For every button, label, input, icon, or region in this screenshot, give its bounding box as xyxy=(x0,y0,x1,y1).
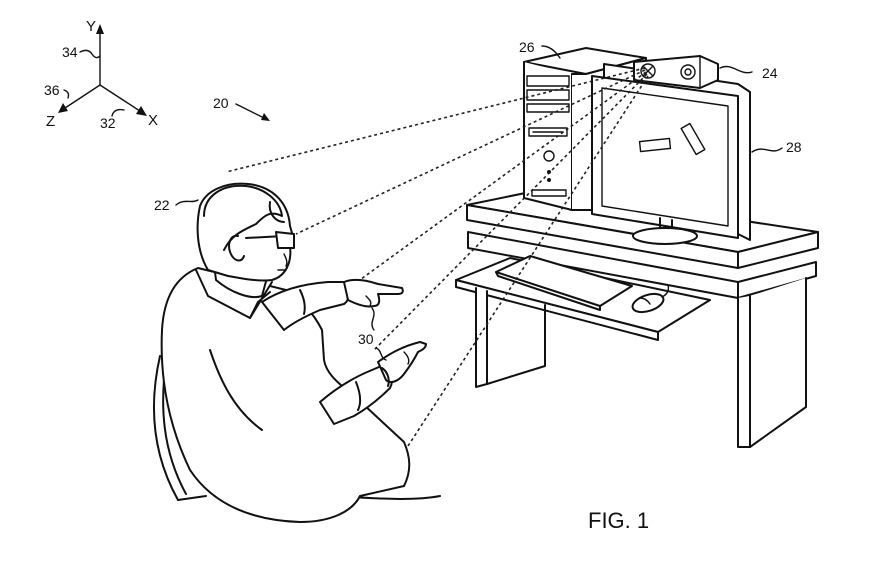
ray-to-body xyxy=(407,75,649,447)
coordinate-axes: Y X Z 34 36 32 xyxy=(44,18,158,131)
person-pointing-hand xyxy=(343,278,404,308)
hand-ref: 30 xyxy=(358,331,374,347)
system-ref-arrow xyxy=(235,103,267,120)
display-ref-leader xyxy=(751,147,783,153)
monitor-screen xyxy=(601,87,729,227)
person-left-arm-fold xyxy=(355,381,362,411)
z-axis xyxy=(61,84,101,111)
hand-ref-leader-upper xyxy=(371,307,375,331)
drive-bay-1 xyxy=(526,75,570,87)
y-ref-leader xyxy=(79,49,101,59)
mouse-cable xyxy=(661,284,670,298)
z-axis-arrowhead xyxy=(58,103,68,113)
drive-bay-3 xyxy=(526,103,570,113)
screen-object-tilted xyxy=(680,122,706,156)
mouse-button-line xyxy=(639,297,651,305)
jacket-fold xyxy=(209,349,263,431)
x-axis xyxy=(99,84,144,114)
person-hairline xyxy=(268,201,285,223)
mouse xyxy=(631,284,670,314)
desk xyxy=(455,189,819,448)
desk-left-leg xyxy=(475,287,488,388)
person-ear xyxy=(228,234,245,262)
person-right-arm-fold xyxy=(299,289,306,315)
desk-left-side-panel xyxy=(486,304,546,385)
z-ref-leader xyxy=(63,89,70,99)
y-axis-ref: 34 xyxy=(62,44,78,60)
pointing-hand-fingers xyxy=(365,295,372,307)
x-axis-arrowhead xyxy=(136,106,147,116)
x-ref-leader xyxy=(111,108,125,117)
monitor xyxy=(591,63,751,245)
system-ref-arrowhead xyxy=(261,113,270,121)
user-ref: 22 xyxy=(154,197,170,213)
y-axis-label: Y xyxy=(86,18,96,35)
hand-ref-leader-lower xyxy=(375,347,387,361)
keyboard-edge xyxy=(495,271,601,311)
sensor-ref-leader xyxy=(719,65,753,74)
figure-label: FIG. 1 xyxy=(588,508,649,533)
drive-bay-2 xyxy=(526,89,570,101)
power-button xyxy=(543,150,555,162)
x-axis-ref: 32 xyxy=(100,115,116,131)
person-hair xyxy=(203,184,283,251)
display-ref: 28 xyxy=(786,139,802,155)
user-ref-leader xyxy=(175,199,199,206)
sensor-lens-inner xyxy=(684,68,692,76)
person-wrist-cuff xyxy=(381,367,390,387)
person-collar-fold xyxy=(249,291,271,319)
desk-right-leg-front xyxy=(737,295,751,448)
ray-to-pointing-hand xyxy=(345,71,647,291)
second-hand-fingers xyxy=(403,351,410,365)
chair-back-left xyxy=(152,355,179,501)
y-axis-arrowhead xyxy=(96,24,104,34)
z-axis-label: Z xyxy=(46,113,55,130)
ray-to-eyes xyxy=(295,69,646,235)
x-axis-label: X xyxy=(148,112,158,129)
reference-labels: 22 26 24 28 30 xyxy=(154,39,802,361)
keyboard-top xyxy=(495,255,633,307)
chair-back-bottom xyxy=(177,495,207,501)
computer-ref: 26 xyxy=(519,39,535,55)
system-ref: 20 xyxy=(213,95,270,121)
screen-object-rect xyxy=(638,137,672,153)
person xyxy=(160,182,427,523)
glasses-lens xyxy=(275,231,295,249)
sensor-ref: 24 xyxy=(762,65,778,81)
person-second-hand xyxy=(377,341,427,383)
desk-apron-side xyxy=(737,261,817,299)
system-ref-number: 20 xyxy=(213,95,229,111)
ray-to-lower-hand xyxy=(373,73,648,351)
sensing-rays xyxy=(225,67,649,447)
tower-vent xyxy=(531,189,567,197)
person-nose xyxy=(283,253,288,267)
z-axis-ref: 36 xyxy=(44,82,60,98)
person-torso xyxy=(160,267,411,523)
computer-ref-leader xyxy=(541,45,561,59)
led-2 xyxy=(547,178,551,182)
desk-top-side xyxy=(737,231,819,269)
keyboard xyxy=(495,255,633,311)
desk-right-side-panel xyxy=(749,277,807,448)
monitor-stand-base xyxy=(632,227,698,245)
